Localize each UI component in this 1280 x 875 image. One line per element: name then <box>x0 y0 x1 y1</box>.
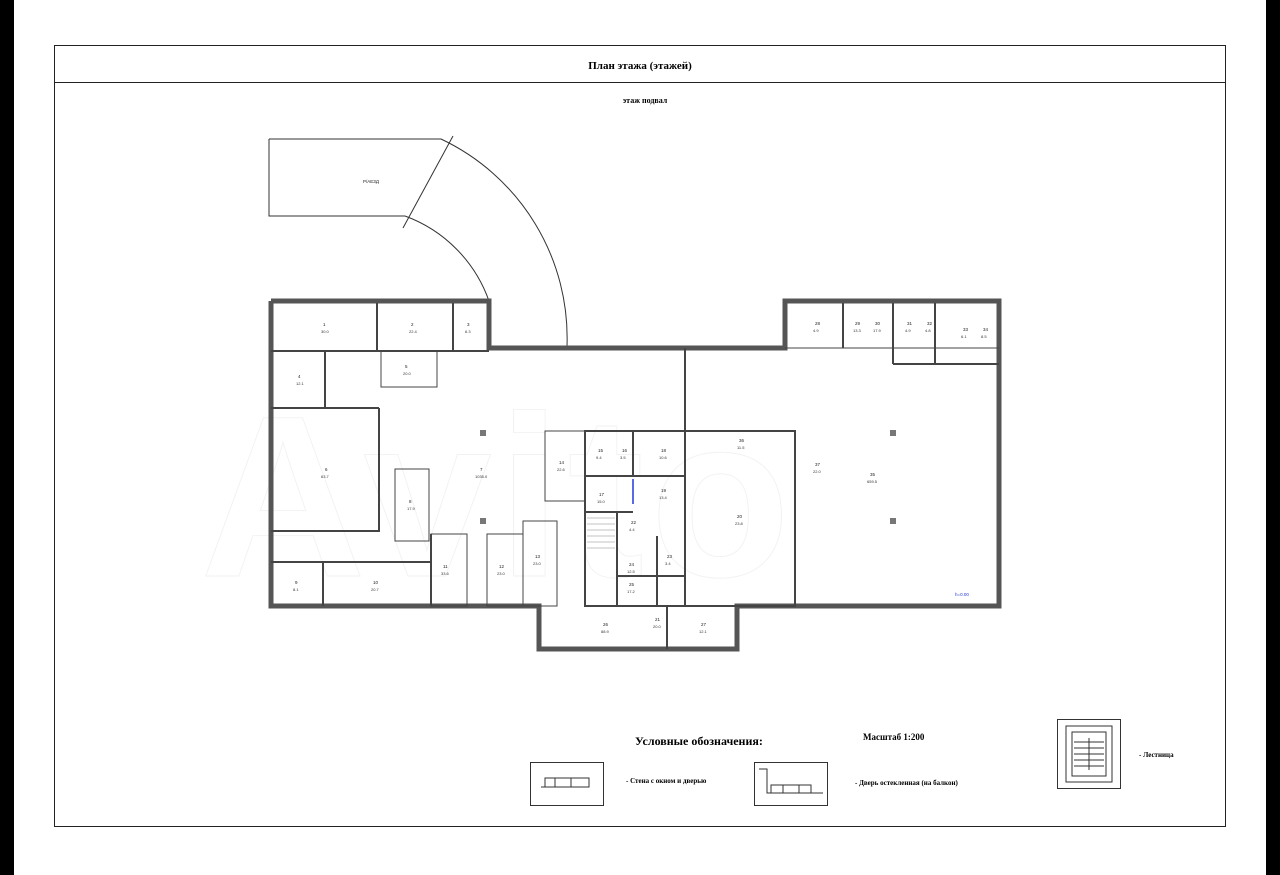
floor-name: этаж подвал <box>622 96 668 105</box>
svg-text:17.9: 17.9 <box>873 328 882 333</box>
svg-text:9.4: 9.4 <box>596 455 602 460</box>
svg-text:13.3: 13.3 <box>853 328 862 333</box>
svg-text:23.8: 23.8 <box>735 521 744 526</box>
svg-text:20.7: 20.7 <box>371 587 380 592</box>
scale-label: Масштаб 1:200 <box>863 732 925 742</box>
svg-text:659.5: 659.5 <box>867 479 878 484</box>
svg-text:6.3: 6.3 <box>465 329 471 334</box>
staircase-icon <box>1057 719 1121 789</box>
svg-text:4.8: 4.8 <box>925 328 931 333</box>
svg-text:22.4: 22.4 <box>409 329 418 334</box>
svg-text:33.6: 33.6 <box>441 571 450 576</box>
drawing-sheet: План этажа (этажей) этаж подвал Avito Р/… <box>14 0 1266 875</box>
glazed-door-icon <box>754 762 828 806</box>
svg-text:13: 13 <box>535 554 541 559</box>
svg-text:13.4: 13.4 <box>659 495 668 500</box>
svg-text:3: 3 <box>467 322 470 327</box>
svg-text:11.5: 11.5 <box>737 445 745 450</box>
svg-text:10.6: 10.6 <box>659 455 668 460</box>
svg-text:30: 30 <box>875 321 881 326</box>
watermark: Avito <box>199 368 797 626</box>
svg-text:27: 27 <box>701 622 707 627</box>
svg-text:21: 21 <box>655 617 661 622</box>
svg-text:11: 11 <box>443 564 448 569</box>
svg-text:1: 1 <box>323 322 326 327</box>
title-row: План этажа (этажей) <box>55 46 1225 83</box>
svg-text:14: 14 <box>559 460 565 465</box>
svg-text:8.1: 8.1 <box>293 587 299 592</box>
svg-text:23: 23 <box>667 554 673 559</box>
svg-text:23.0: 23.0 <box>497 571 506 576</box>
svg-text:7: 7 <box>480 467 483 472</box>
svg-text:4.4: 4.4 <box>629 527 635 532</box>
svg-text:88.9: 88.9 <box>601 629 610 634</box>
svg-text:5: 5 <box>405 364 408 369</box>
wall-window-door-icon <box>530 762 604 806</box>
svg-text:22.6: 22.6 <box>557 467 566 472</box>
svg-text:26: 26 <box>603 622 609 627</box>
svg-text:17.2: 17.2 <box>627 589 636 594</box>
svg-text:12: 12 <box>499 564 505 569</box>
svg-text:28: 28 <box>815 321 821 326</box>
svg-text:9: 9 <box>295 580 298 585</box>
svg-text:12.1: 12.1 <box>699 629 708 634</box>
drawing-frame: План этажа (этажей) этаж подвал Avito Р/… <box>54 45 1226 827</box>
svg-text:31: 31 <box>907 321 913 326</box>
svg-text:8.5: 8.5 <box>981 334 987 339</box>
svg-text:12.1: 12.1 <box>296 381 305 386</box>
ramp-label: Р/АЕЗД <box>363 179 379 184</box>
svg-text:32: 32 <box>927 321 933 326</box>
svg-text:63.7: 63.7 <box>321 474 330 479</box>
svg-text:37: 37 <box>815 462 821 467</box>
svg-text:20.0: 20.0 <box>403 371 412 376</box>
svg-text:4.9: 4.9 <box>813 328 819 333</box>
svg-text:35: 35 <box>870 472 876 477</box>
legend-item-stairs: - Лестница <box>1139 751 1174 759</box>
svg-text:6.1: 6.1 <box>961 334 967 339</box>
svg-text:15: 15 <box>598 448 604 453</box>
svg-text:22: 22 <box>631 520 637 525</box>
legend-item-wall: - Стена с окном и дверью <box>626 777 707 785</box>
svg-text:1035.0: 1035.0 <box>475 474 488 479</box>
legend-heading: Условные обозначения: <box>635 734 763 748</box>
svg-text:16: 16 <box>622 448 628 453</box>
svg-text:34: 34 <box>983 327 989 332</box>
svg-text:6: 6 <box>325 467 328 472</box>
svg-text:33: 33 <box>963 327 969 332</box>
svg-text:10: 10 <box>373 580 379 585</box>
svg-text:23.0: 23.0 <box>533 561 542 566</box>
svg-text:24: 24 <box>629 562 635 567</box>
svg-text:17.9: 17.9 <box>407 506 416 511</box>
svg-text:20: 20 <box>737 514 743 519</box>
svg-text:12.5: 12.5 <box>627 569 636 574</box>
svg-text:22.0: 22.0 <box>813 469 822 474</box>
svg-text:18: 18 <box>661 448 667 453</box>
svg-text:4.9: 4.9 <box>905 328 911 333</box>
svg-text:2: 2 <box>411 322 414 327</box>
svg-text:4: 4 <box>298 374 301 379</box>
svg-text:20.0: 20.0 <box>653 624 662 629</box>
legend-item-glazed-door: - Дверь остекленная (на балкон) <box>855 779 958 787</box>
svg-text:30.0: 30.0 <box>321 329 330 334</box>
svg-text:25: 25 <box>629 582 635 587</box>
svg-text:17: 17 <box>599 492 605 497</box>
svg-text:15.0: 15.0 <box>597 499 606 504</box>
svg-text:36: 36 <box>739 438 745 443</box>
sheet-title: План этажа (этажей) <box>588 60 692 72</box>
svg-text:3.5: 3.5 <box>620 455 626 460</box>
svg-text:29: 29 <box>855 321 861 326</box>
svg-text:3.4: 3.4 <box>665 561 671 566</box>
floor-plan: Р/АЕЗД <box>268 135 1002 652</box>
svg-text:8: 8 <box>409 499 412 504</box>
svg-text:19: 19 <box>661 488 667 493</box>
level-mark: h=0.00 <box>955 592 969 597</box>
